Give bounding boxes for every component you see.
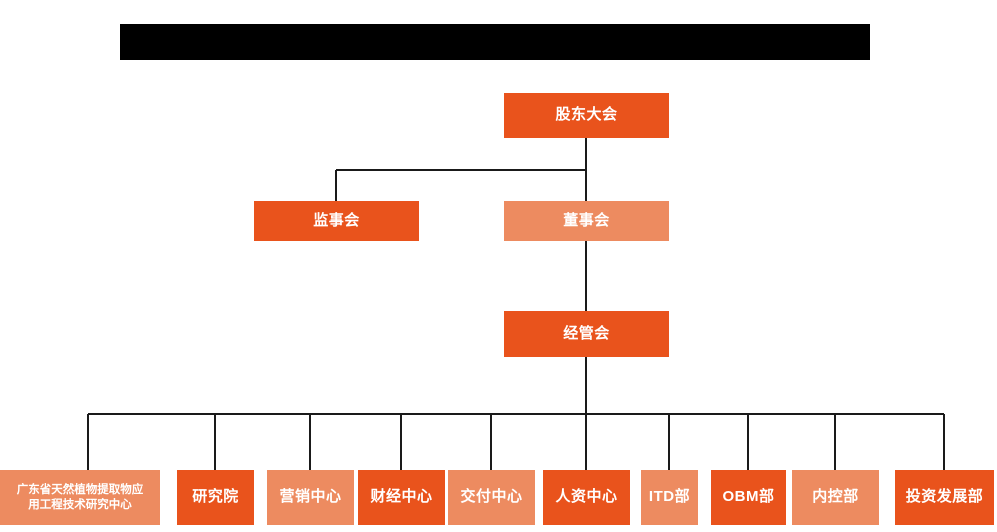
node-marketing-center-label: 营销中心 (279, 488, 342, 506)
node-board-of-directors-label: 董事会 (563, 211, 610, 229)
node-management-committee-label: 经管会 (563, 324, 610, 342)
node-delivery-center[interactable]: 交付中心 (448, 470, 535, 525)
node-finance-center[interactable]: 财经中心 (358, 470, 445, 525)
node-guangdong-natural-plant-extract-engineering-center[interactable]: 广东省天然植物提取物应 用工程技术研究中心 (0, 470, 160, 525)
node-hr-center-label: 人资中心 (555, 488, 618, 506)
node-rnd-center-label-line2: 用工程技术研究中心 (28, 498, 132, 511)
node-internal-control-department-label: 内控部 (812, 488, 859, 506)
node-hr-center[interactable]: 人资中心 (543, 470, 630, 525)
node-investment-development-department-label: 投资发展部 (905, 488, 984, 506)
node-rnd-center-label-line1: 广东省天然植物提取物应 (16, 484, 144, 497)
node-itd-department-label: ITD部 (648, 488, 691, 506)
node-marketing-center[interactable]: 营销中心 (267, 470, 354, 525)
node-rnd-center-label-wrap: 广东省天然植物提取物应 用工程技术研究中心 (13, 483, 148, 512)
node-board-of-supervisors-label: 监事会 (313, 211, 360, 229)
node-research-institute-label: 研究院 (192, 488, 239, 506)
node-obm-department[interactable]: OBM部 (711, 470, 786, 525)
node-research-institute[interactable]: 研究院 (177, 470, 254, 525)
node-management-committee[interactable]: 经管会 (504, 311, 669, 357)
redacted-title-bar (120, 24, 870, 60)
node-obm-department-label: OBM部 (722, 488, 775, 506)
node-itd-department[interactable]: ITD部 (641, 470, 698, 525)
node-board-of-directors[interactable]: 董事会 (504, 201, 669, 241)
node-board-of-supervisors[interactable]: 监事会 (254, 201, 419, 241)
node-shareholders-meeting-label: 股东大会 (555, 106, 618, 124)
node-finance-center-label: 财经中心 (370, 488, 433, 506)
node-investment-development-department[interactable]: 投资发展部 (895, 470, 994, 525)
node-internal-control-department[interactable]: 内控部 (792, 470, 879, 525)
node-delivery-center-label: 交付中心 (460, 488, 523, 506)
node-shareholders-meeting[interactable]: 股东大会 (504, 93, 669, 138)
